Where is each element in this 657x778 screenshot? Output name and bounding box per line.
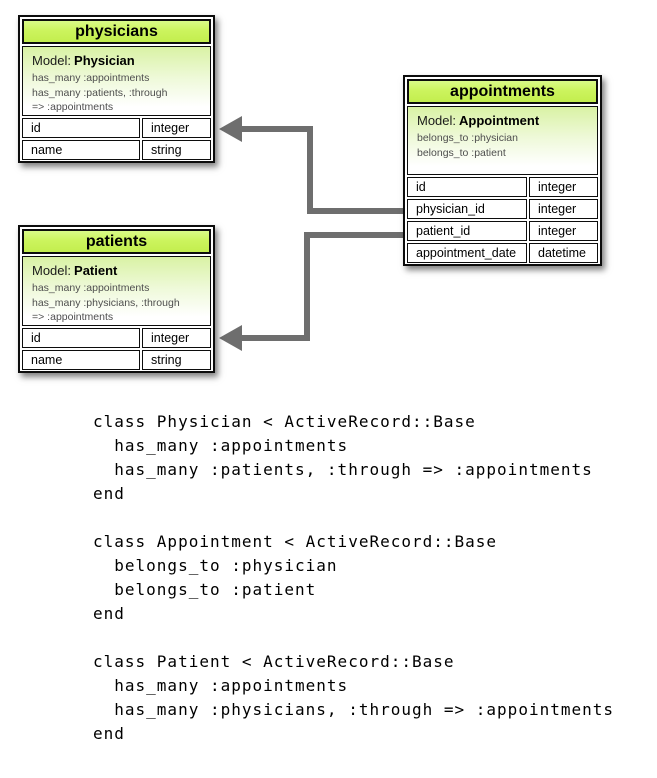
model-label: Model: xyxy=(32,263,72,278)
code-line xyxy=(93,506,614,530)
code-line: end xyxy=(93,484,125,503)
field-type-cell: integer xyxy=(529,177,598,197)
table-row: physician_id integer xyxy=(407,199,598,219)
table-row: id integer xyxy=(22,117,211,138)
table-row: id integer xyxy=(407,177,598,197)
table-row: name string xyxy=(22,349,211,370)
association-line: has_many :appointments xyxy=(32,282,150,294)
relation-line-patient xyxy=(241,232,405,341)
code-line: has_many :appointments xyxy=(93,676,349,695)
code-line: has_many :physicians, :through => :appoi… xyxy=(93,700,615,719)
model-section: Model:Physician has_many :appointments h… xyxy=(22,46,211,116)
table-row: id integer xyxy=(22,327,211,348)
field-type-cell: string xyxy=(142,139,211,160)
model-line: Model:Patient xyxy=(32,262,206,279)
arrow-appointments-to-physicians xyxy=(219,116,405,214)
field-name-cell: name xyxy=(22,139,140,160)
field-type-cell: integer xyxy=(142,327,211,348)
field-name-cell: id xyxy=(22,327,140,348)
code-line: end xyxy=(93,724,125,743)
field-type-cell: datetime xyxy=(529,243,598,263)
association-line: belongs_to :physician xyxy=(417,132,518,144)
table-appointments: appointments Model:Appointment belongs_t… xyxy=(403,75,602,266)
arrow-head-left-icon xyxy=(219,325,242,351)
code-line: has_many :patients, :through => :appoint… xyxy=(93,460,593,479)
table-row: patient_id integer xyxy=(407,221,598,241)
code-line: class Patient < ActiveRecord::Base xyxy=(93,652,455,671)
model-name: Appointment xyxy=(459,113,540,128)
code-line xyxy=(93,626,614,650)
model-name: Physician xyxy=(74,53,135,68)
code-line: class Physician < ActiveRecord::Base xyxy=(93,412,476,431)
relation-line-physician xyxy=(241,126,405,214)
model-line: Model:Physician xyxy=(32,52,206,69)
model-label: Model: xyxy=(32,53,72,68)
model-section: Model:Appointment belongs_to :physician … xyxy=(407,106,598,175)
table-title-label: physicians xyxy=(75,23,158,40)
field-type-cell: integer xyxy=(529,199,598,219)
field-name-cell: physician_id xyxy=(407,199,527,219)
table-row: appointment_date datetime xyxy=(407,243,598,263)
code-line: end xyxy=(93,604,125,623)
association-line: belongs_to :patient xyxy=(417,146,506,159)
field-name-cell: id xyxy=(22,117,140,138)
table-title-label: appointments xyxy=(450,83,555,100)
code-line: belongs_to :patient xyxy=(93,580,317,599)
association-line: => :appointments xyxy=(32,101,114,113)
table-title: patients xyxy=(22,229,211,254)
code-line: has_many :appointments xyxy=(93,436,349,455)
model-line: Model:Appointment xyxy=(417,112,593,129)
code-line: belongs_to :physician xyxy=(93,556,338,575)
model-name: Patient xyxy=(74,263,118,278)
table-title: appointments xyxy=(407,79,598,104)
field-type-cell: integer xyxy=(142,117,211,138)
model-label: Model: xyxy=(417,113,457,128)
association-line: has_many :appointments xyxy=(32,72,150,84)
model-section: Model:Patient has_many :appointments has… xyxy=(22,256,211,326)
association-line: => :appointments xyxy=(32,311,114,323)
association-line: has_many :patients, :through xyxy=(32,86,168,99)
table-row: name string xyxy=(22,139,211,160)
code-block: class Physician < ActiveRecord::Base has… xyxy=(93,410,614,746)
table-physicians: physicians Model:Physician has_many :app… xyxy=(18,15,215,163)
field-name-cell: appointment_date xyxy=(407,243,527,263)
arrow-appointments-to-patients xyxy=(219,232,405,351)
code-line: class Appointment < ActiveRecord::Base xyxy=(93,532,498,551)
table-title-label: patients xyxy=(85,233,148,250)
table-title: physicians xyxy=(22,19,211,44)
field-type-cell: integer xyxy=(529,221,598,241)
arrow-head-left-icon xyxy=(219,116,242,142)
association-line: has_many :physicians, :through xyxy=(32,296,180,309)
field-name-cell: patient_id xyxy=(407,221,527,241)
field-name-cell: id xyxy=(407,177,527,197)
table-patients: patients Model:Patient has_many :appoint… xyxy=(18,225,215,373)
field-name-cell: name xyxy=(22,349,140,370)
field-type-cell: string xyxy=(142,349,211,370)
